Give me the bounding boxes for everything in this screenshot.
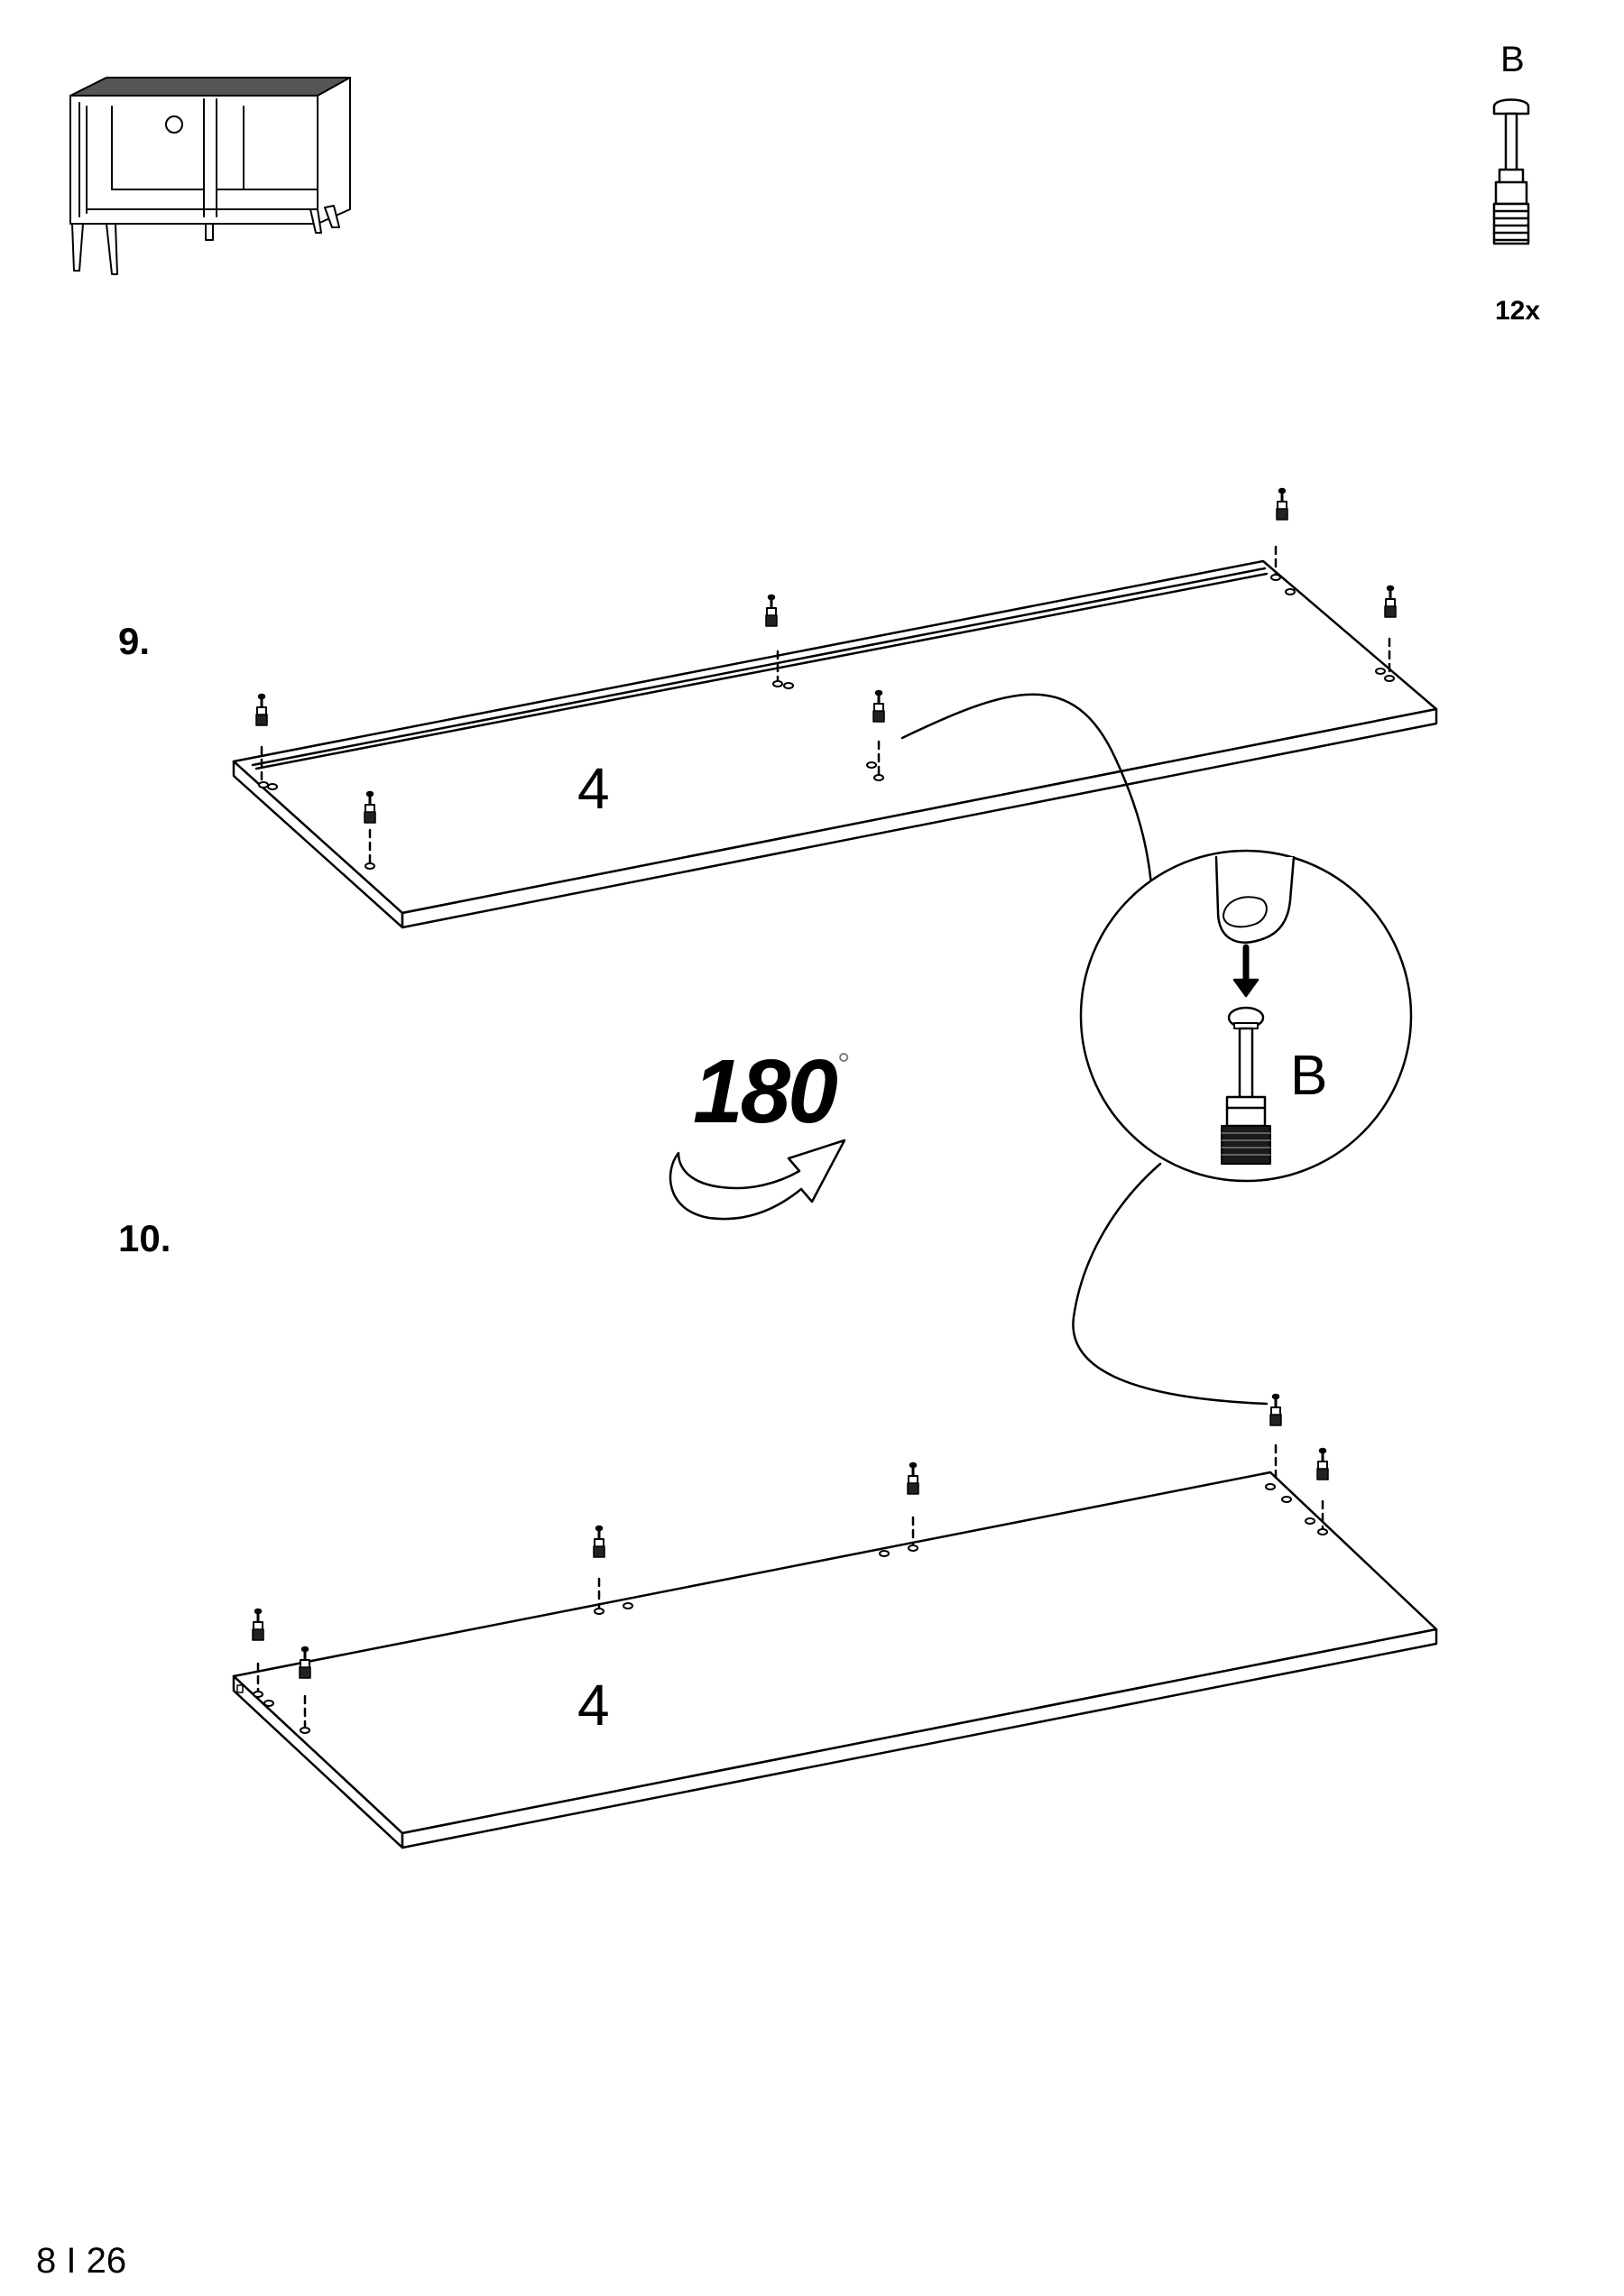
step-9-panel	[232, 487, 1438, 929]
step-10-panel-label: 4	[577, 1673, 610, 1738]
detail-part-label: B	[1290, 1045, 1328, 1107]
page-number: 8 I 26	[36, 2241, 127, 2281]
rotate-arrow-icon	[669, 1139, 846, 1221]
step-9-number: 9.	[118, 620, 151, 662]
dowel-b-part-icon	[1492, 98, 1530, 245]
degree-symbol: °	[837, 1046, 851, 1083]
step-10-number: 10.	[118, 1217, 171, 1259]
detail-magnifier	[1079, 849, 1413, 1183]
rotation-angle: 180	[693, 1041, 838, 1142]
part-b-quantity: 12x	[1495, 296, 1541, 326]
step-10-panel	[232, 1393, 1438, 1849]
detail-leader-lines	[900, 693, 1269, 1406]
step-9-panel-label: 4	[577, 756, 610, 821]
part-b-letter: B	[1500, 40, 1525, 79]
cabinet-thumbnail-icon	[69, 77, 351, 275]
